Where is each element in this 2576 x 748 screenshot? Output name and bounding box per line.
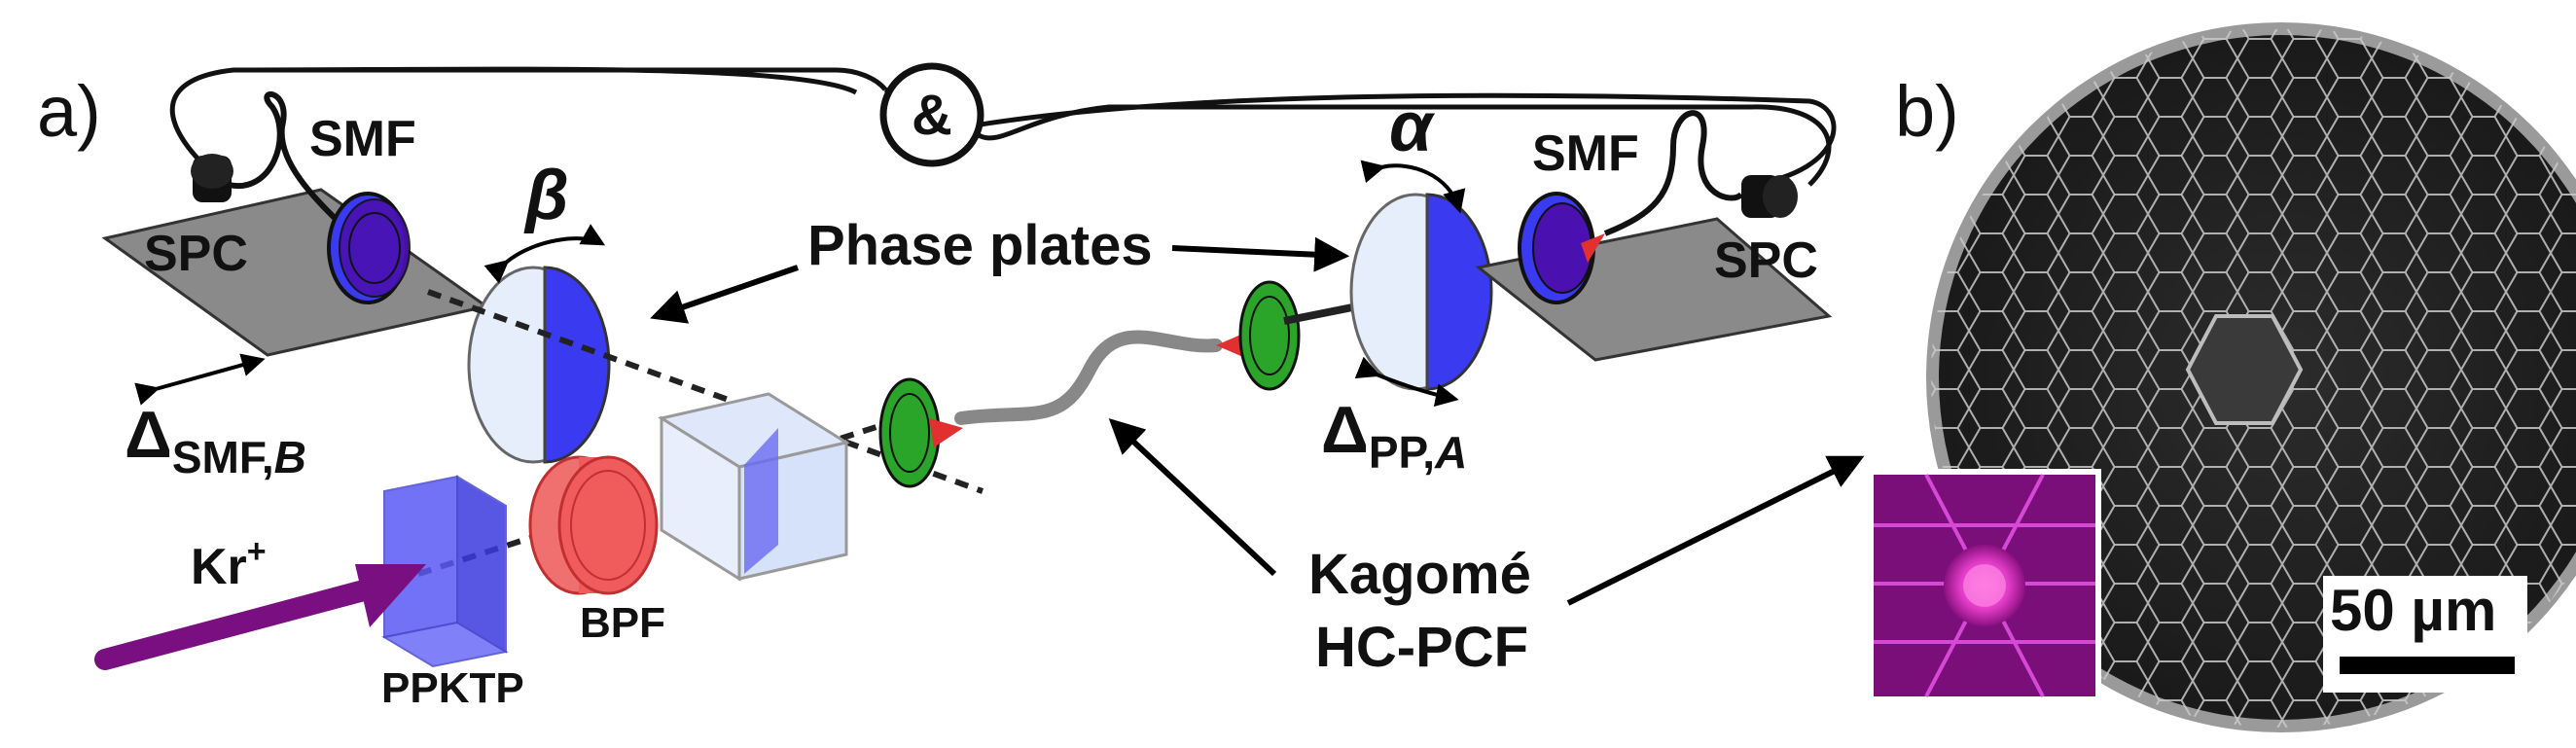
left-fiber-coupler (191, 91, 353, 236)
label-smf-right: SMF (1532, 125, 1639, 182)
fiber-output-coupler (1216, 280, 1301, 391)
kagome-arrow-fiber (1108, 418, 1277, 577)
kr-pump-arrow (94, 564, 426, 670)
ppktp-crystal (381, 475, 509, 668)
coincidence-symbol: & (912, 84, 952, 147)
scale-bar-label: 50 µm (2330, 578, 2496, 643)
phase-plate-alpha (1349, 193, 1493, 391)
delta-pp-arrow (1354, 356, 1459, 407)
panel-b-label: b) (1895, 71, 1959, 152)
kagome-fiber (954, 330, 1223, 425)
label-kr-plus: Kr+ (191, 533, 267, 595)
phase-plates-arrow-left (650, 265, 799, 324)
delta-smf-arrow (134, 353, 266, 406)
label-delta-pp: ΔPP,A (1321, 393, 1467, 478)
beam-splitter-cube (658, 392, 850, 582)
label-kagome-line2: HC-PCF (1315, 616, 1528, 679)
coincidence-circle: & (879, 62, 984, 167)
phase-plates-arrow-right (1171, 236, 1350, 272)
label-spc-right: SPC (1714, 232, 1818, 289)
fiber-input-coupler (878, 377, 963, 488)
phase-plate-beta (467, 266, 611, 464)
mode-profile-inset (1868, 469, 2101, 702)
label-bpf: BPF (580, 599, 665, 647)
label-phase-plates: Phase plates (807, 214, 1153, 277)
left-waveplate-lens (327, 192, 411, 304)
label-ppktp: PPKTP (381, 664, 524, 712)
right-fiber-coupler (1603, 110, 1798, 236)
right-waveplate-lens (1518, 192, 1605, 304)
scale-bar (2340, 657, 2515, 674)
alpha-rotation-arrow (1360, 160, 1466, 214)
label-alpha: α (1389, 89, 1436, 166)
kagome-arrow-image (1566, 455, 1865, 606)
label-delta-smf: ΔSMF,B (125, 398, 306, 482)
pump-beam (417, 406, 935, 577)
label-smf-left: SMF (309, 111, 416, 167)
label-spc-left: SPC (144, 226, 248, 282)
beta-rotation-arrow (483, 224, 606, 284)
bpf-filter (528, 455, 659, 595)
label-kagome-line1: Kagomé (1308, 543, 1531, 606)
panel-a-label: a) (37, 71, 101, 152)
label-beta: β (523, 157, 569, 234)
